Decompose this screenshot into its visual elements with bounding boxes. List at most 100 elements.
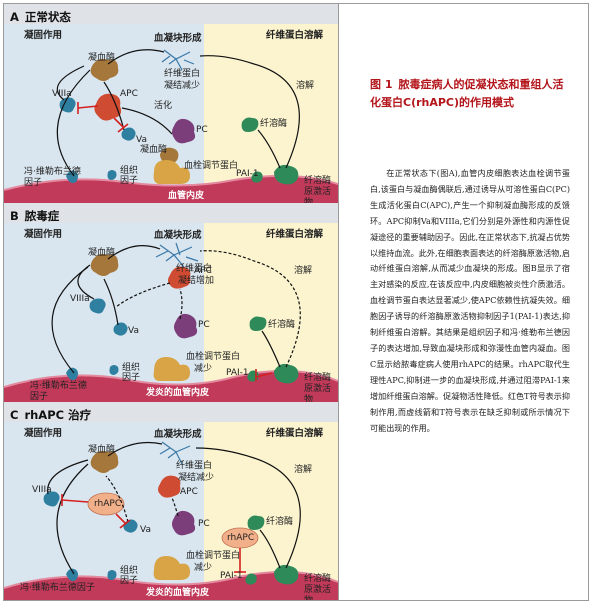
- arrow-viiia-to-thrombin: [56, 65, 85, 101]
- pai1-label: PAI-1: [220, 571, 243, 581]
- panel-c-inhibition-marks: [61, 494, 246, 573]
- va-label: Va: [128, 326, 139, 336]
- rhapc-right-label: rhAPC: [227, 533, 255, 543]
- bound-thrombin-label: 凝血酶: [140, 145, 168, 155]
- apc-label: APC: [194, 266, 212, 276]
- viiia-label: VIIIa: [32, 485, 52, 495]
- rhapc-left-badge: [87, 492, 125, 516]
- pc-icon: [172, 118, 196, 144]
- thrombomodulin-label: 血栓调节蛋白: [186, 352, 241, 362]
- endothelium-label: 发炎的血管内皮: [146, 588, 210, 598]
- clot-formation-label: 血凝块形成: [154, 230, 202, 241]
- vwf-label: 冯·维勒布兰德因子: [30, 381, 87, 402]
- viiia-icon: [59, 97, 76, 113]
- va-label: Va: [140, 525, 151, 535]
- panel-b-dashed-arrows: [115, 282, 183, 320]
- panel-b-title-bar: [4, 203, 338, 223]
- panel-c-letter: C: [10, 408, 19, 422]
- va-icon: [121, 127, 136, 141]
- plasmin-label: 纤溶酶: [260, 119, 288, 129]
- caption-body: 在正常状态下(图A),血管内皮细胞表达血栓调节蛋白,该蛋白与凝血酶偶联后,通过诱…: [370, 168, 570, 433]
- pai1-icon: [245, 573, 257, 585]
- pc-icon: [174, 313, 198, 339]
- thrombomodulin-icon: [153, 556, 190, 580]
- viiia-icon: [43, 491, 60, 507]
- pc-icon: [172, 510, 196, 536]
- thrombomodulin-label: 血栓调节蛋白: [186, 551, 241, 561]
- plasminogen-activator-label: 纤溶酶原激活物: [304, 574, 332, 600]
- fibrin-clot-icon: [155, 242, 199, 268]
- figure-divider: [338, 4, 339, 600]
- fibrin-clot-icon: [161, 49, 195, 71]
- panel-c-drawing: [4, 402, 338, 600]
- plasminogen-activator-icon: [274, 564, 299, 585]
- thrombin-label: 凝血酶: [88, 248, 116, 258]
- thrombomodulin-icon: [153, 357, 190, 381]
- fibrinolysis-label: 纤维蛋白溶解: [266, 229, 324, 240]
- panel-b-letter: B: [10, 209, 19, 223]
- tissue-factor-icon: [109, 365, 119, 375]
- thrombomodulin-note-label: 减少: [194, 563, 213, 573]
- pai1-icon: [251, 171, 263, 183]
- plasminogen-activator-label: 纤溶酶原激活物: [304, 373, 332, 402]
- va-label: Va: [136, 135, 147, 145]
- va-icon: [113, 322, 128, 336]
- thrombin-icon: [90, 253, 119, 276]
- rhapc-left-label: rhAPC: [94, 499, 122, 509]
- vwf-icon: [66, 568, 78, 582]
- vwf-label: 冯·维勒布兰德因子: [24, 167, 81, 188]
- panel-a-title-bar: [4, 4, 338, 24]
- endothelium-label: 血管内皮: [168, 191, 205, 201]
- fibrin-label: 纤维蛋白: [164, 69, 201, 79]
- plasminogen-activator-icon: [274, 164, 299, 185]
- panel-b-inhibition-marks: [255, 369, 273, 381]
- lysis-label: 溶解: [294, 465, 313, 475]
- thrombin-bound-icon: [160, 147, 179, 164]
- pai1-label: PAI-1: [236, 169, 259, 179]
- panel-c-title-bar: [4, 402, 338, 422]
- figure-frame: [3, 3, 589, 601]
- clot-formation-label: 血凝块形成: [154, 33, 202, 44]
- panel-b-drawing: [4, 203, 338, 402]
- panel-c-title-text: rhAPC 治疗: [24, 408, 92, 422]
- plasmin-label: 纤溶酶: [266, 517, 294, 527]
- panel-a-drawing: [4, 4, 338, 203]
- pc-label: PC: [198, 320, 210, 330]
- fibrinolysis-zone: [204, 422, 338, 600]
- vwf-icon: [66, 170, 78, 184]
- vwf-icon: [66, 367, 78, 381]
- viiia-label: VIIIa: [52, 89, 72, 99]
- tissue-factor-icon: [107, 570, 117, 580]
- pai1-label: PAI-1: [226, 368, 249, 378]
- tissue-factor-label: 组织因子: [120, 166, 139, 186]
- plasmin-label: 纤溶酶: [268, 320, 296, 330]
- plasmin-icon: [241, 117, 259, 132]
- apc-label: APC: [120, 89, 138, 99]
- apc-icon: [158, 475, 181, 498]
- thrombomodulin-icon: [153, 160, 190, 184]
- thrombin-icon: [90, 58, 119, 81]
- lysis-label: 溶解: [294, 266, 313, 276]
- panel-a-title-text: 正常状态: [24, 10, 71, 24]
- fibrin-label: 纤维蛋白: [176, 264, 213, 274]
- fibrin-note-label: 凝结减少: [178, 473, 215, 483]
- fibrinolysis-zone: [204, 24, 338, 203]
- endothelium-shape: [4, 175, 338, 203]
- coagulation-label: 凝固作用: [24, 30, 63, 41]
- endothelium-label: 发炎的血管内皮: [146, 388, 210, 398]
- pc-label: PC: [196, 125, 208, 135]
- tissue-factor-icon: [107, 170, 117, 180]
- fibrin-label: 纤维蛋白: [176, 461, 213, 471]
- thrombomodulin-note-label: 减少: [194, 364, 213, 374]
- arrow-va-to-thrombin: [103, 81, 125, 131]
- plasminogen-activator-label: 纤溶酶原激活物: [304, 176, 332, 203]
